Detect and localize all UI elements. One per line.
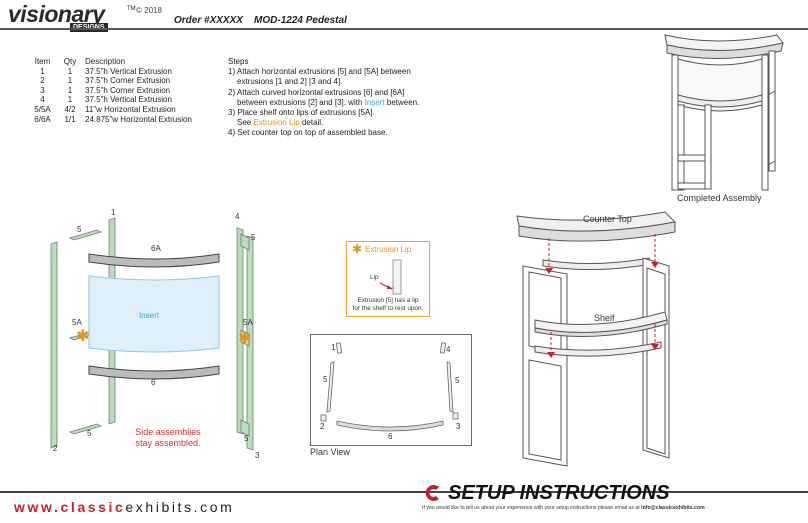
row-item: 5/5A [34, 104, 51, 114]
label-5-bottom-right: 5 [244, 434, 249, 443]
plan-label-6: 6 [388, 432, 393, 441]
plan-label-5-right: 5 [455, 376, 460, 385]
row-description: 37.5"h Corner Extrusion [85, 76, 171, 86]
label-3: 3 [255, 451, 260, 460]
row-item: 3 [40, 85, 45, 95]
exploded-assembly-drawing [50, 217, 254, 451]
plan-label-4: 4 [446, 345, 451, 354]
plan-label-1: 1 [331, 343, 336, 352]
extrusion-lip-box [346, 241, 430, 317]
lip-star-icon: ✱ [238, 330, 252, 347]
extrusion-lip-description: Extrusion [5] has a lip for the shelf to… [352, 297, 424, 312]
plan-view-box [310, 334, 472, 446]
plan-view-label: Plan View [310, 447, 350, 457]
row-item: 2 [40, 76, 45, 86]
row-item: 4 [40, 95, 45, 105]
insert-highlight: Insert [364, 97, 385, 107]
plan-label-3: 3 [456, 422, 461, 431]
label-5a-right: 5A [243, 318, 253, 327]
row-qty: 1/1 [64, 114, 76, 124]
table-row: 5/5A 4/2 11"w Horizontal Extrusion [30, 105, 192, 115]
step-3: 3) Place shelf onto lips of extrusions [… [228, 108, 375, 118]
steps-title: Steps [228, 57, 249, 66]
copyright: © 2018 [136, 6, 162, 15]
header-qty: Qty [63, 57, 77, 66]
extrusion-lip-title: Extrusion Lip [365, 245, 412, 254]
row-qty: 1 [67, 66, 73, 76]
row-description: 24.875"w Horizontal Extrusion [85, 114, 192, 124]
feedback-note: If you would like to tell us about your … [422, 505, 705, 511]
lip-label: Lip [370, 274, 379, 281]
step-1-cont: extrusions [1 and 2] [3 and 4]. [237, 77, 343, 87]
feedback-email[interactable]: info@classicexhibits.com [641, 505, 705, 511]
footer-rule [0, 491, 808, 493]
steps-list: Steps 1) Attach horizontal extrusions [5… [228, 57, 458, 139]
row-qty: 1 [67, 85, 73, 95]
header-rule [0, 28, 808, 30]
lip-star-icon: ✱ [352, 242, 363, 256]
label-5-top-right: 5 [251, 233, 256, 242]
row-qty: 1 [67, 95, 73, 105]
header-description: Description [85, 57, 126, 66]
step-4: 4) Set counter top on top of assembled b… [228, 128, 388, 138]
label-1: 1 [111, 208, 116, 217]
table-row: 4 1 37.5"h Vertical Extrusion [30, 95, 192, 105]
row-description: 37.5"h Corner Extrusion [85, 85, 171, 95]
step-2-cont: between extrusions [2] and [3]. with Ins… [237, 97, 420, 107]
label-5a-left: 5A [72, 318, 82, 327]
plan-view-drawing [320, 342, 459, 432]
extrusion-lip-detail [380, 259, 402, 295]
insert-label: Insert [139, 311, 160, 320]
label-4: 4 [235, 212, 240, 221]
row-item: 6/6A [34, 114, 51, 124]
step-2: 2) Attach curved horizontal extrusions [… [228, 87, 405, 97]
order-title: Order #XXXXX MOD-1224 Pedestal [174, 15, 347, 26]
lip-star-icon: ✱ [76, 328, 90, 345]
counter-top-label: Counter Top [583, 214, 632, 224]
row-description: 37.5"h Vertical Extrusion [85, 95, 172, 105]
brand-logo: visionary [8, 1, 105, 27]
classic-exhibits-logo-icon [425, 485, 439, 501]
step-1: 1) Attach horizontal extrusions [5] and … [228, 67, 411, 77]
trademark: TM [127, 6, 136, 12]
step-3-cont: See Extrusion Lip detail. [237, 118, 324, 128]
label-6: 6 [151, 378, 156, 387]
header-item: Item [34, 57, 51, 66]
row-qty: 4/2 [64, 104, 76, 114]
table-row: 3 1 37.5"h Corner Extrusion [30, 86, 192, 96]
completed-assembly-drawing [664, 34, 784, 191]
shelf-label: Shelf [594, 313, 615, 323]
parts-table: Item Qty Description 1 1 37.5"h Vertical… [30, 57, 192, 124]
label-5-bottom-left: 5 [87, 429, 92, 438]
table-row: 1 1 37.5"h Vertical Extrusion [30, 67, 192, 77]
table-header-row: Item Qty Description [30, 57, 192, 67]
plan-label-5-left: 5 [323, 375, 328, 384]
completed-assembly-label: Completed Assembly [677, 193, 762, 203]
setup-instructions-title: SETUP INSTRUCTIONS [448, 482, 670, 504]
label-6a: 6A [151, 244, 161, 253]
row-description: 11"w Horizontal Extrusion [85, 104, 176, 114]
assembly-with-counter-drawing [516, 211, 677, 467]
website-url: www.classicexhibits.com [14, 499, 235, 515]
label-2: 2 [53, 444, 58, 453]
row-qty: 1 [67, 76, 73, 86]
plan-label-2: 2 [320, 422, 325, 431]
brand-sub: DESIGNS [70, 23, 108, 32]
side-assemblies-note: Side assemblies stay assembled. [135, 427, 201, 448]
table-row: 2 1 37.5"h Corner Extrusion [30, 76, 192, 86]
lip-highlight: Extrusion Lip [253, 118, 300, 128]
row-item: 1 [40, 66, 45, 76]
label-5-top-left: 5 [77, 225, 82, 234]
row-description: 37.5"h Vertical Extrusion [85, 66, 172, 76]
table-row: 6/6A 1/1 24.875"w Horizontal Extrusion [30, 115, 192, 125]
